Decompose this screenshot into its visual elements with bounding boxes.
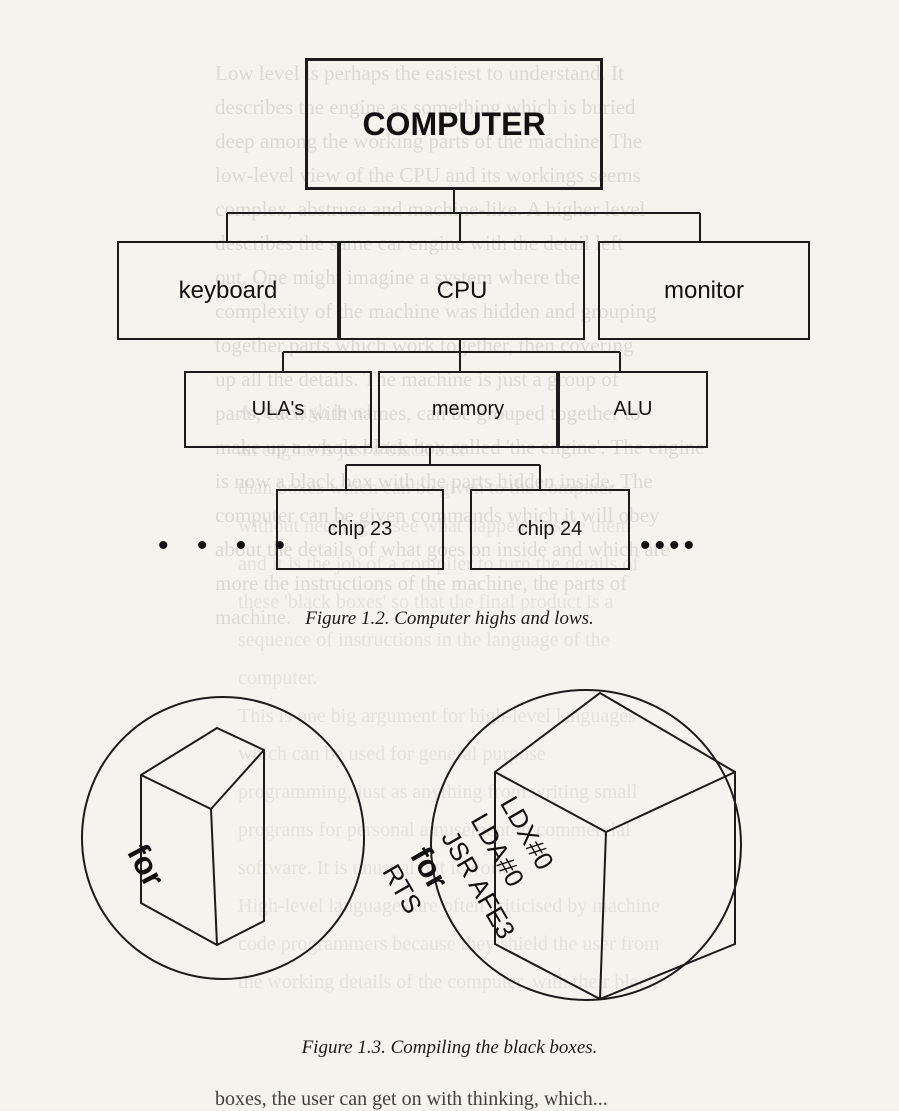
bleed-line: software. It is unusual but it works.	[238, 857, 521, 879]
ulas-label: ULA's	[251, 398, 305, 420]
chip24-label: chip 24	[517, 518, 583, 540]
ghost-line: describes the same car engine with the d…	[215, 231, 624, 255]
ghost-line: describes the engine as something which …	[215, 95, 636, 119]
cpu-label: CPU	[436, 276, 488, 304]
left-circle	[81, 696, 365, 980]
memory-label: memory	[431, 398, 505, 420]
chip24-box: chip 24	[470, 489, 630, 570]
chip23-label: chip 23	[327, 518, 393, 540]
bleed-line: without needing to see what happens insi…	[238, 515, 631, 537]
cpu-box: CPU	[339, 241, 585, 340]
right-circle	[430, 689, 742, 1001]
figure-1-2-caption: Figure 1.2. Computer highs and lows.	[305, 608, 594, 629]
keyboard-box: keyboard	[117, 241, 339, 340]
ghost-line: computer can be given commands which it …	[215, 503, 660, 527]
ellipsis-right: ••••	[640, 529, 699, 562]
alu-box: ALU	[558, 371, 708, 448]
bleed-line: the working details of the computer, wit…	[238, 971, 658, 993]
bleed-line: programs for personal amusement to comme…	[238, 819, 631, 841]
ghost-line: complexity of the machine was hidden and…	[215, 299, 657, 323]
memory-box: memory	[378, 371, 558, 448]
bleed-line: sequence of instructions in the language…	[238, 629, 610, 651]
monitor-box: monitor	[598, 241, 810, 340]
figure-1-3-caption: Figure 1.3. Compiling the black boxes.	[301, 1037, 598, 1058]
computer-box: COMPUTER	[305, 58, 603, 190]
bleed-line: which can be used for general purpose	[238, 743, 546, 765]
bleed-line: an engine is just a black box	[238, 439, 465, 461]
ghost-line: Low level is perhaps the easiest to unde…	[215, 61, 624, 85]
ulas-box: ULA's	[184, 371, 372, 448]
bleed-line: code programmers because they shield the…	[238, 933, 660, 955]
bottom-partial-line: boxes, the user can get on with thinking…	[215, 1088, 608, 1110]
right-cube	[494, 691, 736, 1001]
chip23-box: chip 23	[276, 489, 444, 570]
alu-label: ALU	[613, 398, 653, 420]
keyboard-label: keyboard	[178, 276, 278, 304]
left-cube	[140, 726, 265, 947]
ghost-line: complex, abstruse and machine-like. A hi…	[215, 197, 646, 221]
ghost-line: machine.	[215, 605, 292, 629]
ghost-line: parts, each with names, can be grouped t…	[215, 401, 641, 425]
bleed-line: computer.	[238, 667, 318, 689]
ghost-line: out. One might imagine a system where th…	[215, 265, 581, 289]
bleed-line: than boxes which can be given to the com…	[238, 477, 615, 499]
monitor-label: monitor	[663, 276, 745, 304]
computer-label: COMPUTER	[362, 105, 546, 142]
bleed-line: At the high level	[238, 401, 372, 423]
bleed-line: programming, just as anything from writi…	[238, 781, 638, 803]
bleed-line: these 'black boxes' so that the final pr…	[238, 591, 614, 613]
ghost-line: deep among the working parts of the mach…	[215, 129, 643, 153]
bleed-line: This is one big argument for high-level …	[238, 705, 636, 727]
ghost-line: low-level view of the CPU and its workin…	[215, 163, 641, 187]
ghost-line: more the instructions of the machine, th…	[215, 571, 628, 595]
ellipsis-left: • • • •	[158, 529, 296, 562]
